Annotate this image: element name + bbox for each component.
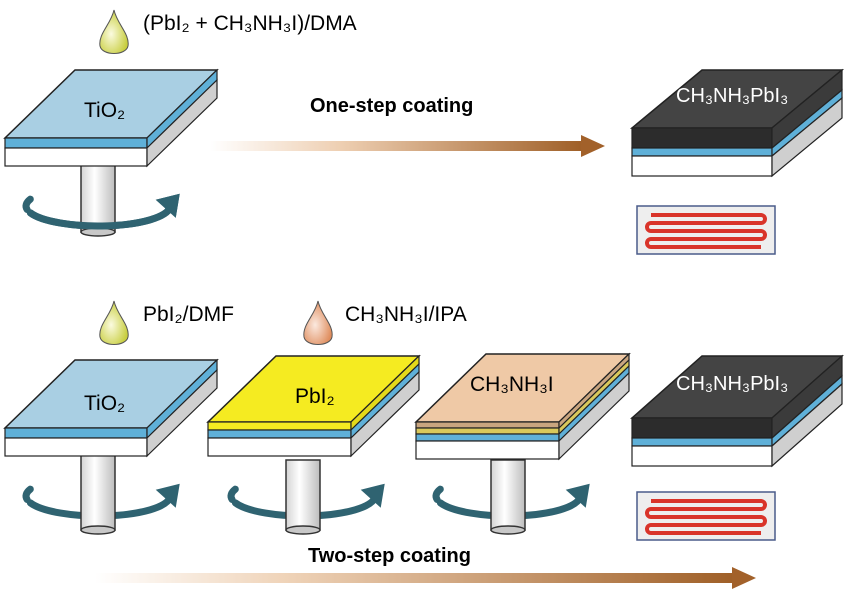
bottom-tio2-substrate	[3, 358, 219, 458]
two-step-arrow	[95, 567, 756, 589]
rotation-arrowhead	[360, 483, 385, 508]
slab-front-mai	[415, 421, 560, 429]
top-precursor-drop	[99, 9, 129, 54]
mai-solution-label: CH₃NH₃I/IPA	[345, 303, 467, 326]
mai-film-label: CH₃NH₃I	[470, 373, 554, 396]
bottom-product-label: CH₃NH₃PbI₃	[676, 373, 789, 395]
slab-side-glass	[771, 96, 843, 178]
bottom-spinner-post-3	[490, 459, 526, 535]
top-rotation-arrow-front	[26, 193, 180, 230]
arrow-shaft	[210, 141, 583, 151]
slab-front-glass	[207, 437, 352, 457]
bottom-heater	[636, 491, 776, 541]
one-step-solution-label: (PbI₂ + CH₃NH₃I)/DMA	[143, 12, 357, 35]
slab-side-glass	[146, 368, 218, 458]
post-body	[490, 459, 526, 531]
diagram-layer	[3, 9, 845, 589]
bottom-spinner-post-1	[80, 445, 116, 535]
rotation-arc-tail	[432, 485, 444, 503]
rotation-arrowhead	[155, 193, 180, 218]
post-body	[285, 459, 321, 531]
mai-drop	[303, 300, 333, 345]
slab-side-glass	[146, 78, 218, 168]
slab-front-pbi2	[207, 421, 352, 431]
bottom-pbi2-film	[206, 354, 421, 458]
drop-shape	[99, 9, 129, 54]
slab-front-glass	[4, 147, 148, 167]
drop-shape	[99, 300, 129, 345]
slab-side-glass	[558, 371, 630, 461]
bottom-perovskite-film	[630, 354, 844, 468]
post-body	[80, 445, 116, 531]
arrow-shaft	[95, 573, 734, 583]
top-product-label: CH₃NH₃PbI₃	[676, 85, 789, 107]
arrow-head	[581, 135, 605, 157]
slab-front-blue	[4, 137, 148, 149]
slab-front-glass	[4, 437, 148, 457]
pbi2-solution-label: PbI₂/DMF	[143, 303, 234, 326]
drop-shape	[303, 300, 333, 345]
slab-front-blue	[415, 433, 560, 442]
post-base	[490, 525, 526, 535]
bottom-spinner-post-2	[285, 459, 321, 535]
post-base	[80, 525, 116, 535]
top-substrate-label: TiO₂	[84, 99, 126, 122]
heater-coil	[645, 213, 767, 249]
bottom-mai-film	[414, 352, 631, 461]
one-step-process-label: One-step coating	[310, 95, 474, 117]
slab-front-glass	[415, 440, 560, 460]
slab-front-blue	[4, 427, 148, 439]
slab-side-glass	[771, 382, 843, 468]
rotation-arrowhead	[565, 483, 590, 508]
slab-front-perovskite	[631, 417, 773, 439]
rotation-arc	[26, 204, 174, 230]
top-heater	[636, 205, 776, 255]
one-step-arrow	[210, 135, 605, 157]
rotation-arc-tail	[22, 195, 34, 213]
pbi2-drop	[99, 300, 129, 345]
slab-front-blue	[631, 437, 773, 447]
top-perovskite-film	[629, 68, 845, 178]
slab-front-perovskite	[631, 127, 773, 149]
rotation-arrowhead	[155, 483, 180, 508]
slab-front-pbi2	[415, 427, 560, 435]
slab-side-glass	[350, 370, 420, 458]
slab-front-blue	[631, 147, 773, 157]
post-body	[80, 154, 116, 233]
rotation-arc-tail	[227, 485, 239, 503]
pbi2-film-label: PbI₂	[295, 385, 335, 408]
two-step-process-label: Two-step coating	[308, 545, 471, 567]
slab-front-blue	[207, 429, 352, 439]
post-base	[285, 525, 321, 535]
heater-coil	[645, 499, 767, 535]
bottom-substrate-label: TiO₂	[84, 392, 126, 415]
slab-front-glass	[631, 445, 773, 467]
top-tio2-substrate	[3, 68, 219, 168]
arrow-head	[732, 567, 756, 589]
slab-front-glass	[631, 155, 773, 177]
rotation-arc-tail	[22, 485, 34, 503]
